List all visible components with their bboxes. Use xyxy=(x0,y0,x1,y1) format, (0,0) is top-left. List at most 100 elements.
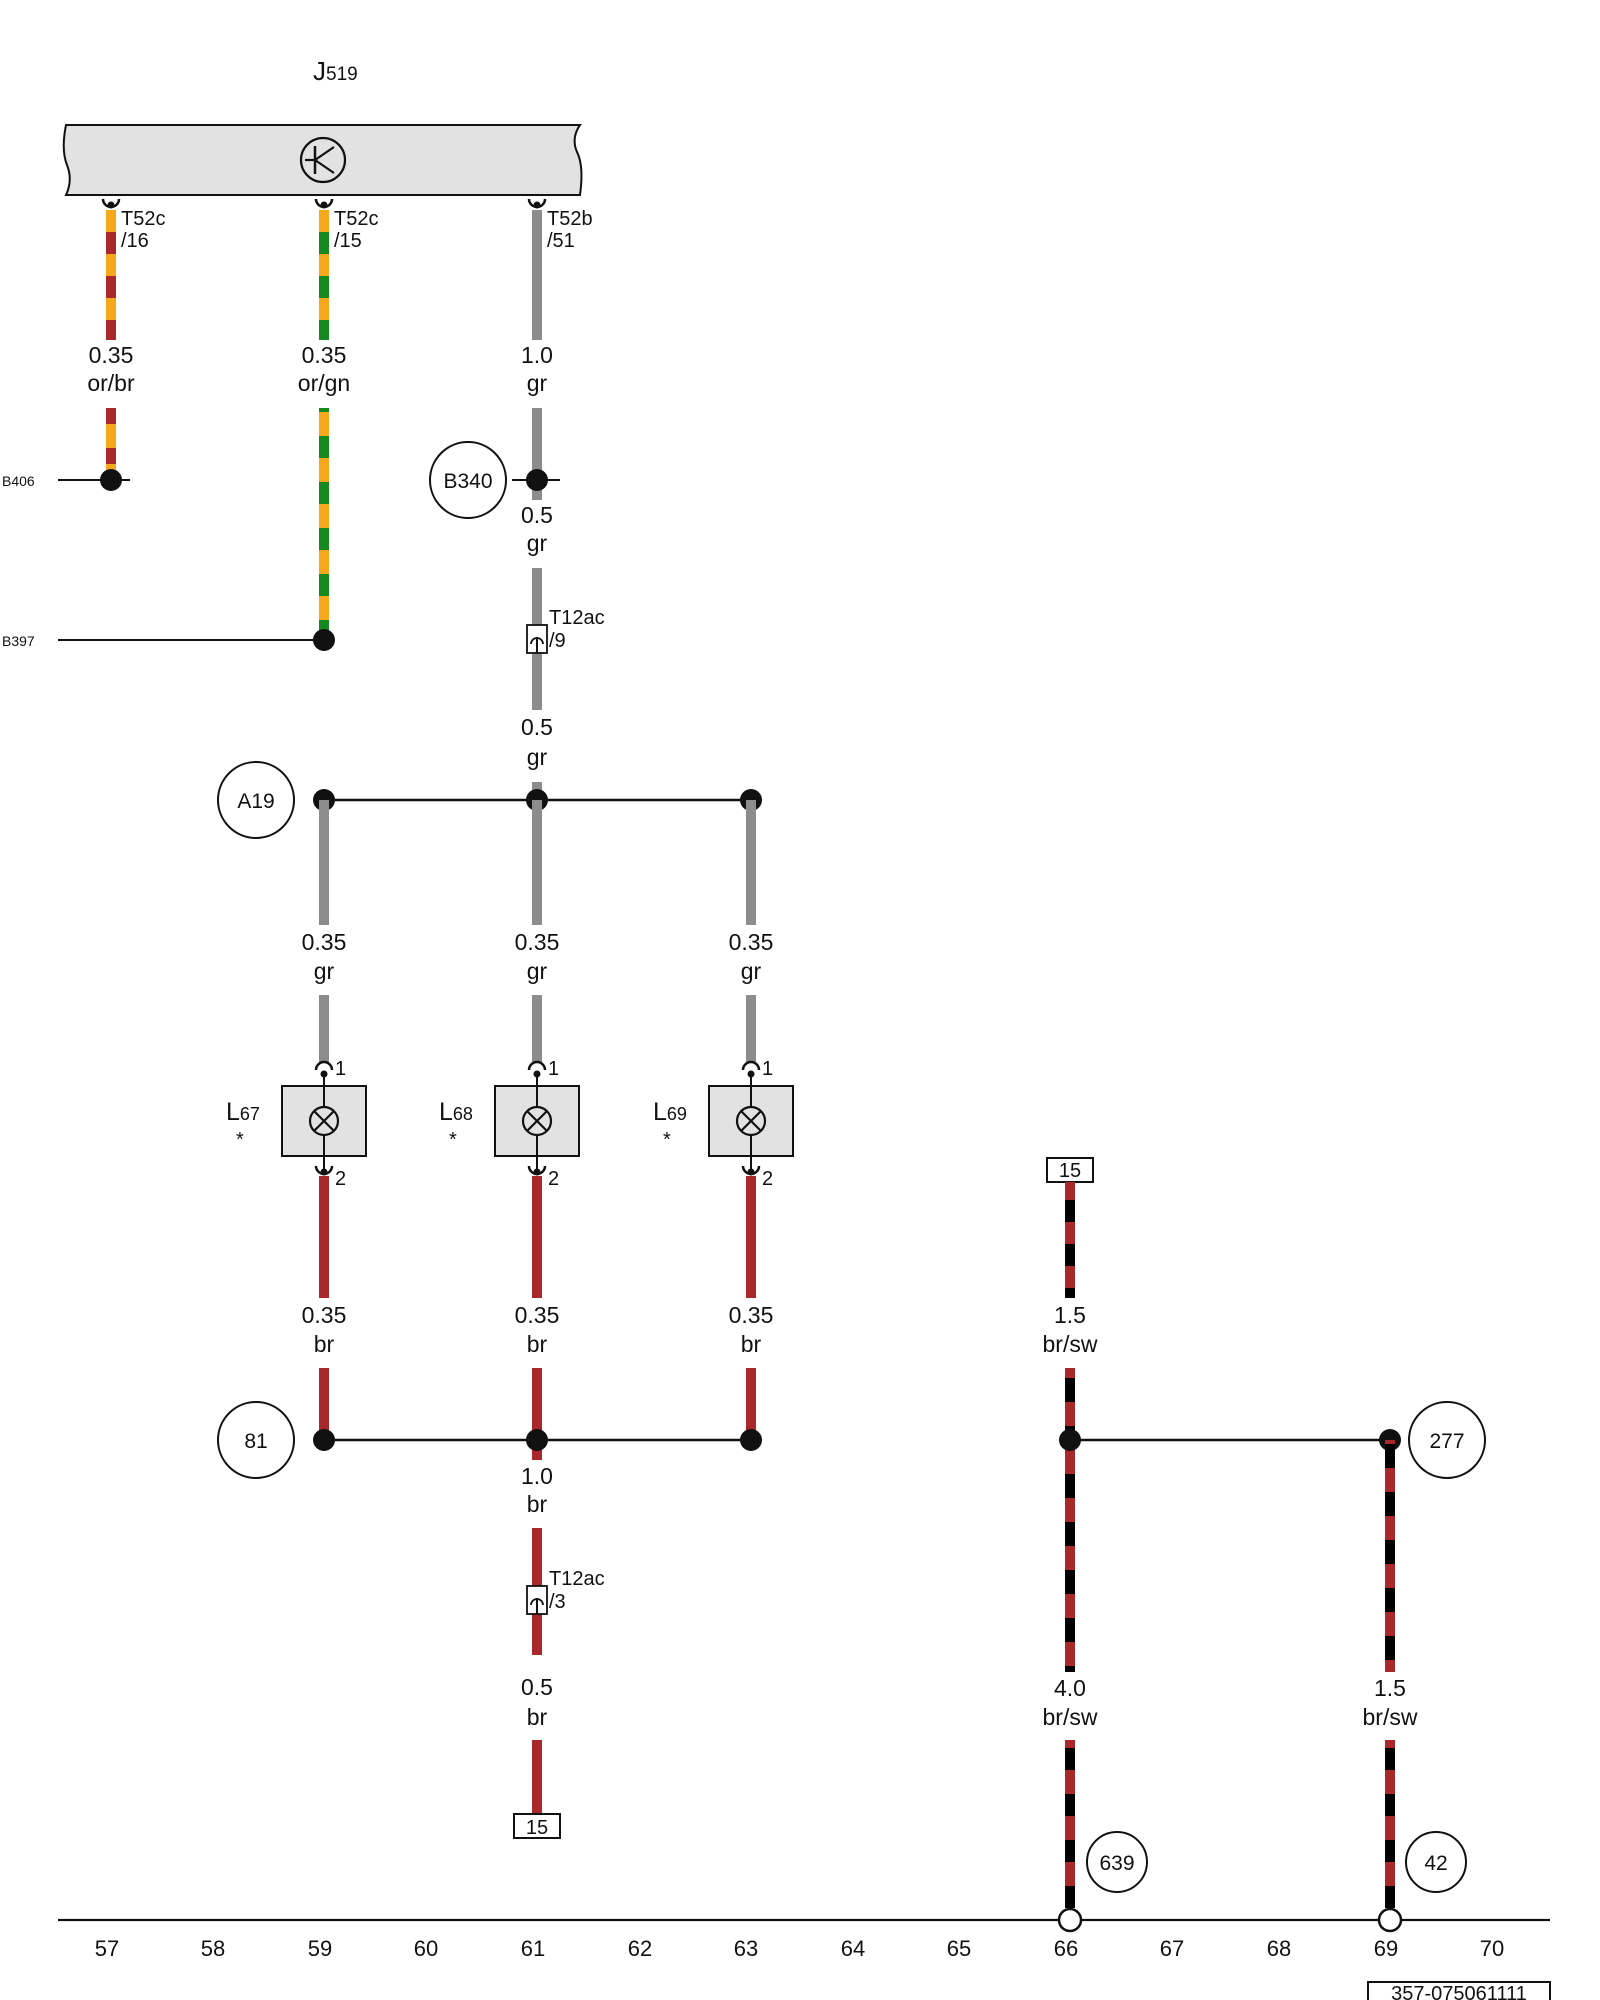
plug-connector-icon xyxy=(526,1585,548,1615)
connector-pin: /16 xyxy=(121,230,149,252)
connector-pin-icon xyxy=(101,198,547,209)
wire-color: gr xyxy=(527,530,548,556)
column-number: 64 xyxy=(841,1936,865,1961)
lamp-l67 xyxy=(281,1060,367,1176)
wiring-reference-label: B340 xyxy=(443,470,492,493)
wiring-reference-label: 639 xyxy=(1099,1852,1134,1875)
wire-color: gr xyxy=(314,958,335,984)
wiring-reference-label: 81 xyxy=(244,1430,267,1453)
lamp-l69 xyxy=(708,1060,794,1176)
connector-name: T52c xyxy=(334,208,378,230)
lamp-note: * xyxy=(236,1129,244,1151)
connector-pin: /51 xyxy=(547,230,575,252)
document-number-box xyxy=(1367,1981,1551,2000)
splice-dot xyxy=(740,1429,762,1451)
wire-size: 0.35 xyxy=(515,1302,560,1328)
column-number: 57 xyxy=(95,1936,119,1961)
wire-size: 0.35 xyxy=(89,342,134,368)
wire-size: 0.5 xyxy=(521,1674,553,1700)
pin-number: 1 xyxy=(548,1058,559,1080)
wiring-reference-label: A19 xyxy=(237,790,274,813)
splice-dot xyxy=(313,1429,335,1451)
column-number: 58 xyxy=(201,1936,225,1961)
wire-color: or/gn xyxy=(298,370,350,396)
pin-number: 2 xyxy=(762,1168,773,1190)
wire-size: 0.35 xyxy=(729,1302,774,1328)
wire-color: or/br xyxy=(87,370,135,396)
wire-gr xyxy=(319,800,756,1062)
wire-color: br xyxy=(527,1491,548,1517)
transistor-icon xyxy=(299,136,347,184)
column-number: 67 xyxy=(1160,1936,1184,1961)
wire-color: br/sw xyxy=(1043,1704,1098,1730)
wire-size: 0.5 xyxy=(521,714,553,740)
column-numbers: 57 58 59 60 61 62 63 64 65 66 67 68 69 7… xyxy=(95,1936,1504,1961)
splice-dot xyxy=(526,469,548,491)
column-number: 69 xyxy=(1374,1936,1398,1961)
wire-color: br xyxy=(527,1331,548,1357)
document-number: 357-075061111 xyxy=(1391,1983,1527,2000)
connector-pin: /3 xyxy=(549,1591,566,1613)
wire-size: 0.35 xyxy=(302,1302,347,1328)
control-unit-box xyxy=(62,124,583,196)
wire-size: 0.35 xyxy=(302,342,347,368)
wire-size: 1.0 xyxy=(521,342,553,368)
column-number: 65 xyxy=(947,1936,971,1961)
pin-number: 2 xyxy=(335,1168,346,1190)
wiring-reference-label: 277 xyxy=(1429,1430,1464,1453)
reference-label: B406 xyxy=(2,473,35,489)
wire-size: 0.35 xyxy=(515,929,560,955)
splice-dot xyxy=(1059,1429,1081,1451)
pin-number: 1 xyxy=(762,1058,773,1080)
wiring-reference-circle xyxy=(1408,1401,1486,1479)
lamp-note: * xyxy=(449,1129,457,1151)
column-number: 66 xyxy=(1054,1936,1078,1961)
wire-size: 0.5 xyxy=(521,502,553,528)
splice-dot xyxy=(313,629,335,651)
wiring-reference-label: 42 xyxy=(1424,1852,1447,1875)
lamp-l68 xyxy=(494,1060,580,1176)
column-number: 59 xyxy=(308,1936,332,1961)
wiring-reference-circle xyxy=(1405,1831,1467,1893)
column-number: 68 xyxy=(1267,1936,1291,1961)
column-number: 62 xyxy=(628,1936,652,1961)
column-number: 63 xyxy=(734,1936,758,1961)
connector-name: T52c xyxy=(121,208,165,230)
wire-color: gr xyxy=(741,958,762,984)
wire-size: 4.0 xyxy=(1054,1675,1086,1701)
column-number: 70 xyxy=(1480,1936,1504,1961)
wire-size: 1.5 xyxy=(1054,1302,1086,1328)
terminal-label: 15 xyxy=(1059,1160,1081,1182)
splice-dot xyxy=(100,469,122,491)
ground-point xyxy=(1057,1907,1083,1933)
control-unit-label: J519 xyxy=(313,56,358,86)
lamp-label: L68 xyxy=(439,1098,473,1126)
splice-dot xyxy=(526,1429,548,1451)
wiring-reference-circle xyxy=(429,441,507,519)
wire-color: gr xyxy=(527,958,548,984)
plug-connector-icon xyxy=(526,624,548,654)
wire-size: 0.35 xyxy=(729,929,774,955)
wire-color: br xyxy=(527,1704,548,1730)
connector-name: T52b xyxy=(547,208,593,230)
connector-pin: /15 xyxy=(334,230,362,252)
wire-color: br/sw xyxy=(1043,1331,1098,1357)
wiring-reference-circle xyxy=(1086,1831,1148,1893)
wire-size: 1.5 xyxy=(1374,1675,1406,1701)
wire-size: 0.35 xyxy=(302,929,347,955)
column-number: 60 xyxy=(414,1936,438,1961)
wiring-reference-circle xyxy=(217,761,295,839)
connector-name: T12ac xyxy=(549,607,605,629)
connector-name: T12ac xyxy=(549,1568,605,1590)
wire-color: br xyxy=(314,1331,335,1357)
terminal-label: 15 xyxy=(526,1817,548,1839)
connector-pin: /9 xyxy=(549,630,566,652)
wire-br xyxy=(319,1176,756,1460)
lamp-label: L67 xyxy=(226,1098,260,1126)
ground-point xyxy=(1377,1907,1403,1933)
wire-color: gr xyxy=(527,744,548,770)
lamp-note: * xyxy=(663,1129,671,1151)
wiring-reference-circle xyxy=(217,1401,295,1479)
lamp-label: L69 xyxy=(653,1098,687,1126)
